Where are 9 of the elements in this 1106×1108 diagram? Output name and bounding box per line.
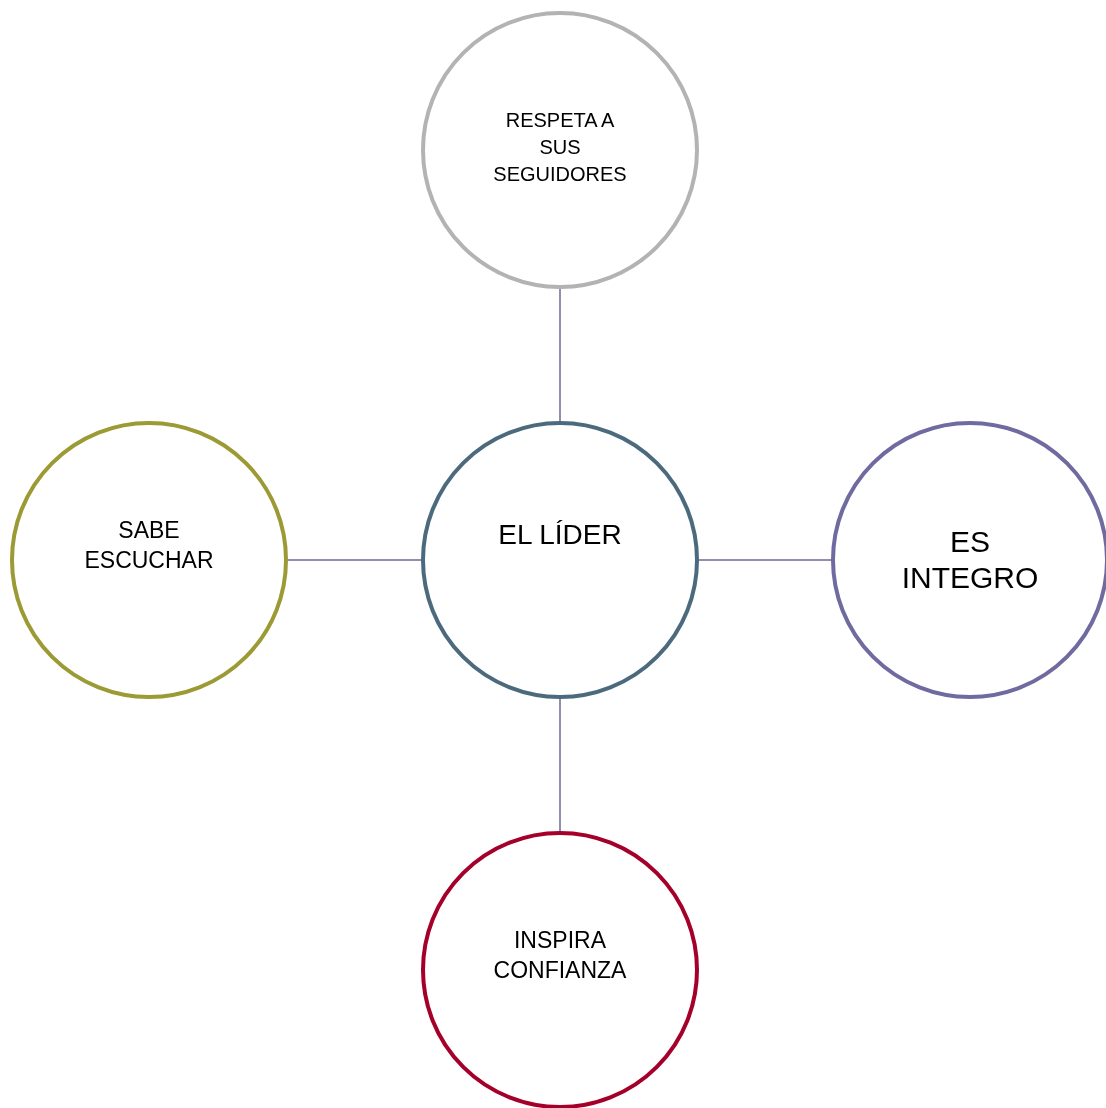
connector-line [287,559,422,561]
node-label: RESPETA A SUS SEGUIDORES [492,107,628,187]
connector-line [559,698,561,832]
node-label: SABE ESCUCHAR [83,516,215,575]
node-label: EL LÍDER [497,517,623,552]
node-label: ES INTEGRO [900,524,1040,596]
node-label: INSPIRA CONFIANZA [492,926,628,985]
connector-line [559,288,561,422]
connector-line [698,559,832,561]
